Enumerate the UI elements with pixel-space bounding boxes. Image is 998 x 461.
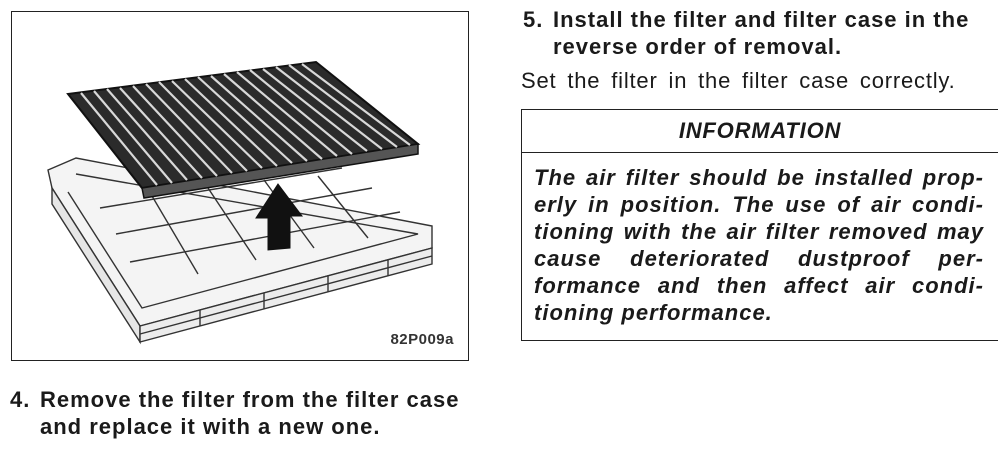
filter-illustration [47,60,433,345]
figure-code: 82P009a [390,331,454,348]
instruction-text: Set the filter in the filter case correc… [521,68,956,93]
step-4-number: 4. [10,387,31,412]
step-5: 5. Install the filter and filter case in… [523,6,993,60]
step-5-number: 5. [523,7,544,32]
step-4: 4. Remove the filter from the filter cas… [10,386,480,440]
air-filter-icon [66,60,421,199]
step-5-text: Install the filter and filter case in th… [553,7,970,59]
step-4-text: Remove the filter from the filter case a… [40,387,460,439]
filter-illustration-frame: 82P009a [11,11,469,361]
information-title: INFORMATION [522,110,998,153]
up-arrow-icon [255,183,303,251]
information-body: The air filter should be installed prop-… [534,165,984,325]
filter-case-icon [47,157,433,345]
information-box: INFORMATION The air filter should be ins… [521,109,998,341]
